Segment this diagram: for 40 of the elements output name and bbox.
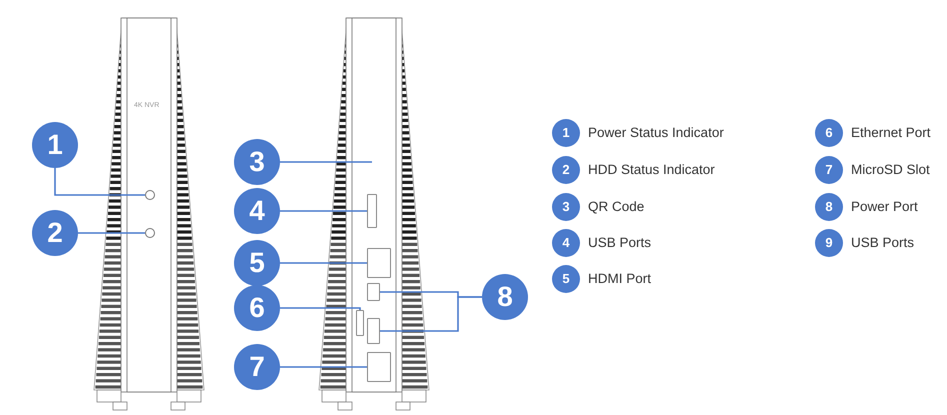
leader-line <box>280 307 361 310</box>
key-text: QR Code <box>588 198 644 216</box>
key-number: 7 <box>815 156 843 184</box>
callout-number: 3 <box>234 139 280 185</box>
usb-port <box>367 318 380 344</box>
key-number: 5 <box>552 265 580 293</box>
hdmi-port <box>367 194 377 228</box>
leader-line <box>280 210 367 212</box>
callout-number: 6 <box>234 285 280 331</box>
key-text: HDD Status Indicator <box>588 161 715 179</box>
leader-line <box>380 296 482 332</box>
key-number: 1 <box>552 119 580 147</box>
slot-drawing <box>356 310 364 336</box>
callout-number: 5 <box>234 240 280 286</box>
callout-number: 1 <box>32 122 78 168</box>
key-text: Power Port <box>851 198 918 216</box>
usb-port <box>367 283 380 301</box>
lan-port <box>367 248 391 278</box>
key-text: HDMI Port <box>588 270 652 288</box>
key-text: MicroSD Slot <box>851 161 930 179</box>
key-number: 4 <box>552 229 580 257</box>
key-text: USB Ports <box>851 234 914 252</box>
key-number: 6 <box>815 119 843 147</box>
leader-line <box>280 366 367 368</box>
callout-number: 4 <box>234 188 280 234</box>
callout-number: 7 <box>234 344 280 390</box>
key-number: 3 <box>552 193 580 221</box>
callout-number: 8 <box>482 274 528 320</box>
key-number: 2 <box>552 156 580 184</box>
leader-line <box>280 161 372 163</box>
key-text: USB Ports <box>588 234 652 252</box>
leader-line <box>78 232 145 234</box>
callout-number: 2 <box>32 210 78 256</box>
slot-port <box>367 352 391 382</box>
key-text: Ethernet Port <box>851 124 931 142</box>
leader-line <box>54 168 145 196</box>
key-number: 9 <box>815 229 843 257</box>
key-number: 8 <box>815 193 843 221</box>
leader-line <box>280 262 367 264</box>
key-text: Power Status Indicator <box>588 124 724 142</box>
